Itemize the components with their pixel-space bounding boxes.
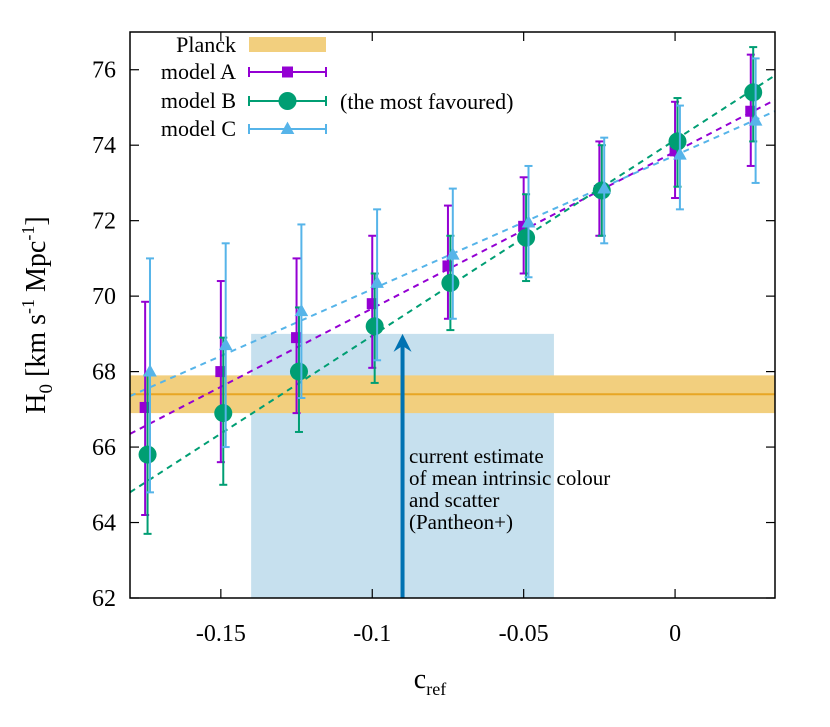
point-model-a [669, 145, 681, 157]
legend-label-model-b: model B [161, 88, 236, 113]
point-model-a [745, 105, 757, 117]
y-tick-label: 68 [92, 360, 116, 386]
data-points-layer [138, 46, 763, 535]
point-model-c [370, 275, 384, 288]
y-tick-label: 62 [92, 586, 116, 612]
point-model-c [294, 303, 309, 317]
point-model-c [445, 247, 460, 260]
plot-background-layer [130, 333, 775, 598]
point-model-c [143, 364, 157, 377]
legend-label-model-c: model C [161, 116, 236, 141]
point-model-b [744, 83, 763, 102]
legend-swatch-planck [249, 37, 326, 52]
y-axis-title: H0 [km s-1 Mpc-1] [18, 216, 57, 413]
annotation-line: and scatter [409, 488, 499, 512]
x-tick-label: -0.15 [196, 621, 246, 647]
x-axis-title: cref [414, 664, 446, 699]
y-tick-label: 70 [92, 284, 116, 310]
annotation-line: (Pantheon+) [409, 510, 513, 534]
annotation-line: current estimate [409, 444, 544, 468]
estimate-arrow-head [393, 333, 412, 352]
point-model-a [291, 332, 303, 344]
fit-line-model-b [130, 74, 775, 494]
legend-marker-model-b [278, 92, 297, 110]
point-model-b [138, 445, 157, 464]
favoured-note: (the most favoured) [340, 89, 514, 114]
point-model-b [214, 404, 233, 423]
legend-label-model-a: model A [161, 59, 236, 84]
x-tick-label: -0.1 [353, 621, 391, 647]
y-tick-label: 76 [92, 58, 116, 84]
y-tick-label: 74 [92, 133, 116, 159]
annotation-line: of mean intrinsic colour [409, 466, 610, 490]
point-model-c [748, 113, 763, 126]
point-model-a [139, 401, 151, 413]
point-model-b [668, 132, 687, 151]
point-model-a [215, 366, 227, 378]
point-model-a [366, 298, 378, 310]
axes-layer: -0.15 -0.1 -0.05 0 62 64 66 68 70 72 74 76 [92, 32, 775, 647]
x-tick-label: 0 [669, 621, 681, 647]
y-tick-label: 72 [92, 209, 116, 235]
legend-marker-model-a [282, 66, 293, 78]
y-tick-label: 64 [92, 511, 116, 537]
point-model-b [517, 228, 536, 247]
point-model-b [289, 362, 308, 381]
point-model-b [441, 273, 460, 292]
x-tick-label: -0.05 [499, 621, 549, 647]
legend-marker-model-c [280, 121, 295, 134]
point-model-c [597, 181, 612, 194]
point-model-a [442, 260, 454, 272]
point-model-b [365, 317, 384, 336]
legend-label-planck: Planck [176, 32, 236, 57]
plot-frame [129, 31, 776, 599]
point-model-c [218, 337, 233, 351]
y-tick-label: 66 [92, 435, 116, 461]
point-model-c [673, 147, 687, 160]
point-model-c [521, 215, 536, 228]
